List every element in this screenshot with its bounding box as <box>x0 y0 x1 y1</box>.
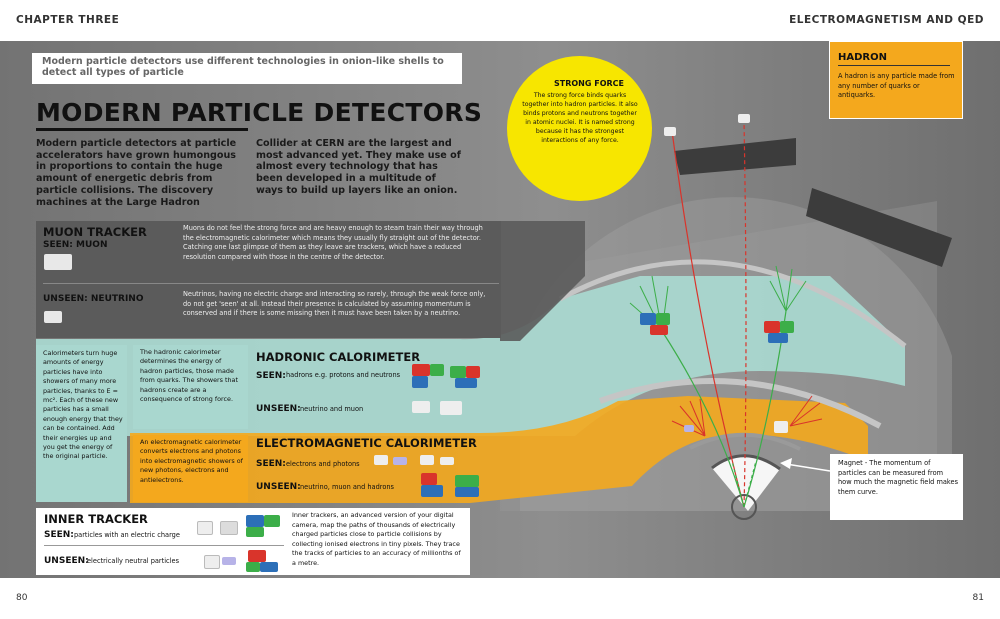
hadron-box <box>829 41 963 119</box>
charged-block-blue <box>246 515 264 527</box>
charged-block <box>197 521 213 535</box>
quark-block-red <box>412 364 430 376</box>
neutral-block-blue <box>260 562 278 572</box>
magnet-box <box>830 454 963 520</box>
hadron-divider <box>838 65 950 66</box>
diagram-neutrino-block <box>738 114 750 123</box>
page-title: MODERN PARTICLE DETECTORS <box>36 98 483 127</box>
muon-seen-label: SEEN: MUON <box>43 240 108 250</box>
em-unseen-label: UNSEEN: <box>256 482 301 492</box>
hadron-text: A hadron is any particle made from any n… <box>838 72 955 100</box>
neutral-block-photon <box>222 557 236 565</box>
muon-tracker-heading: MUON TRACKER <box>43 225 147 239</box>
em-seen-text: electrons and photons <box>286 460 360 468</box>
hadron-block-blue <box>421 485 443 497</box>
quark-block-red-2 <box>466 366 480 378</box>
hadronic-desc-text: The hadronic calorimeter determines the … <box>140 348 238 404</box>
em-desc-text: An electromagnetic calorimeter converts … <box>140 438 243 484</box>
neutrino-unseen-text: Neutrinos, having no electric charge and… <box>183 290 486 318</box>
quark-block-blue-2 <box>455 378 477 388</box>
neutrino-unseen-label: UNSEEN: NEUTRINO <box>43 294 144 304</box>
body-text-left: Modern particle detectors at particle ac… <box>36 138 237 208</box>
diagram-hadron2-blue <box>768 333 788 343</box>
hadronic-unseen-label: UNSEEN: <box>256 404 301 414</box>
neutral-block-red <box>248 550 266 562</box>
neutral-block <box>204 555 220 569</box>
inner-unseen-text: electrically neutral particles <box>87 557 180 565</box>
neutrino-block-icon <box>44 311 62 323</box>
hadronic-heading: HADRONIC CALORIMETER <box>256 350 421 364</box>
hadronic-seen-text: hadrons e.g. protons and neutrons <box>286 371 401 379</box>
electron-block <box>374 455 388 465</box>
inner-desc-text: Inner trackers, an advanced version of y… <box>292 511 461 567</box>
diagram-photon-block <box>684 425 694 432</box>
electron-block-3 <box>440 457 454 465</box>
photon-block <box>393 457 407 465</box>
calorimeter-note-text: Calorimeters turn huge amounts of energy… <box>43 349 123 461</box>
diagram-electron-block <box>774 421 788 433</box>
body-text-right: Collider at CERN are the largest and mos… <box>256 138 461 196</box>
calorimeter-note-panel <box>36 345 127 502</box>
chapter-header: CHAPTER THREE <box>16 14 120 26</box>
em-unseen-text: neutrino, muon and hadrons <box>300 483 394 491</box>
inner-divider <box>44 545 284 546</box>
page-number-right: 81 <box>972 593 984 603</box>
diagram-hadron2-green <box>780 321 794 333</box>
electron-block-2 <box>420 455 434 465</box>
muon-seen-text: Muons do not feel the strong force and a… <box>183 224 483 261</box>
charged-block-green-2 <box>246 527 264 537</box>
spread-illustration: Modern particle detectors use different … <box>0 41 1000 578</box>
inner-tracker-heading: INNER TRACKER <box>44 512 148 526</box>
neutral-block-green <box>246 562 260 572</box>
magnet-text: Magnet - The momentum of particles can b… <box>838 459 959 496</box>
hadronic-unseen-text: neutrino and muon <box>300 405 364 413</box>
diagram-hadron-red <box>650 325 668 335</box>
quark-block-blue <box>412 376 428 388</box>
hadronic-seen-label: SEEN: <box>256 371 286 381</box>
muon-tracker-panel <box>36 221 501 338</box>
muon-block <box>412 401 430 413</box>
section-header: ELECTROMAGNETISM AND QED <box>789 14 984 26</box>
hadron-heading: HADRON <box>838 52 887 63</box>
charged-block-2 <box>220 521 238 535</box>
inner-seen-label: SEEN: <box>44 530 74 540</box>
diagram-hadron-green <box>656 313 670 325</box>
diagram-hadron-blue <box>640 313 656 325</box>
hadron-block-red <box>421 473 437 485</box>
strong-force-text: The strong force binds quarks together i… <box>522 92 638 145</box>
em-heading: ELECTROMAGNETIC CALORIMETER <box>256 436 477 450</box>
inner-unseen-label: UNSEEN: <box>44 556 89 566</box>
em-desc-panel <box>133 435 248 502</box>
inner-seen-text: particles with an electric charge <box>74 531 180 539</box>
intro-banner: Modern particle detectors use different … <box>32 53 462 84</box>
em-seen-label: SEEN: <box>256 459 286 469</box>
muon-divider <box>43 283 499 284</box>
strong-force-circle <box>507 56 652 201</box>
hadronic-desc-panel <box>133 345 248 429</box>
hadron-block-blue-2 <box>455 487 479 497</box>
quark-block-green-2 <box>450 366 466 378</box>
charged-block-green <box>264 515 280 527</box>
strong-force-heading: STRONG FORCE <box>554 79 624 88</box>
quark-block-green <box>430 364 444 376</box>
muon-block-2 <box>440 401 462 415</box>
muon-block-icon <box>44 254 72 270</box>
diagram-hadron2-red <box>764 321 780 333</box>
page-number-left: 80 <box>16 593 28 603</box>
hadron-block-green <box>455 475 479 487</box>
diagram-muon-block <box>664 127 676 136</box>
title-underline <box>36 128 248 131</box>
